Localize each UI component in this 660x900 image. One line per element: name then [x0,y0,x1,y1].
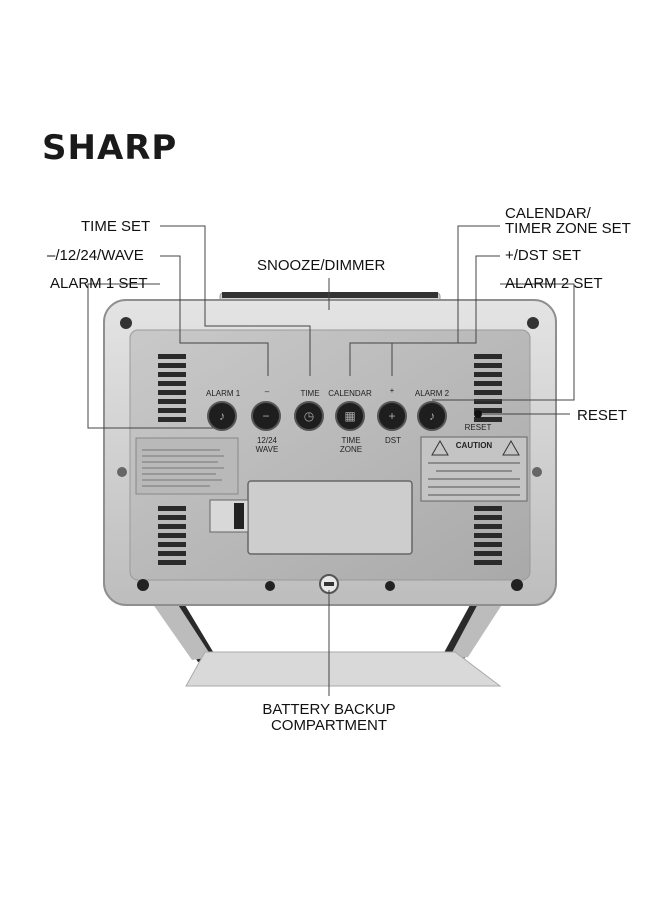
device-label-alarm2: ALARM 2 [414,389,450,398]
plus-icon: + [388,409,396,423]
calendar-icon: ▦ [344,409,356,423]
callout-battery-2: COMPARTMENT [270,717,388,734]
brand-logo: SHARP [42,128,178,168]
clock-icon: ◷ [303,409,315,423]
alarm1-button[interactable]: ♪ [207,401,237,431]
device-label-dst: DST [385,436,401,445]
alarm2-button[interactable]: ♪ [417,401,447,431]
callout-dst-set: +/DST SET [505,247,581,264]
device-label-wave-2: WAVE [255,445,279,454]
device-label-alarm1: ALARM 1 [206,389,241,398]
minus-icon: − [262,409,270,423]
device-label-calendar: CALENDAR [328,389,372,398]
time-button[interactable]: ◷ [294,401,324,431]
device-label-time: TIME [300,389,320,398]
callout-calendar-1: CALENDAR/ [505,205,591,222]
caution-label: CAUTION [455,441,493,450]
bell-icon: ♪ [219,409,225,423]
device-label-plus: + [389,386,395,395]
stand [150,600,505,687]
device-label-reset: RESET [464,423,492,432]
callout-alarm1-set: ALARM 1 SET [50,275,148,292]
device-label-timezone-1: TIME [341,436,361,445]
device-label-timezone-2: ZONE [339,445,363,454]
minus-button[interactable]: − [251,401,281,431]
callout-battery-1: BATTERY BACKUP [262,701,396,718]
device-label-minus: – [264,387,270,396]
bell-icon: ♪ [429,409,435,423]
plus-button[interactable]: + [377,401,407,431]
callout-calendar-2: TIMER ZONE SET [505,220,631,237]
calendar-button[interactable]: ▦ [335,401,365,431]
callout-reset: RESET [577,407,628,424]
callout-snooze: SNOOZE/DIMMER [257,257,386,274]
callout-wave: –/12/24/WAVE [47,247,144,264]
callout-time-set: TIME SET [81,218,151,235]
device-label-wave-1: 12/24 [256,436,278,445]
callout-alarm2-set: ALARM 2 SET [505,275,603,292]
